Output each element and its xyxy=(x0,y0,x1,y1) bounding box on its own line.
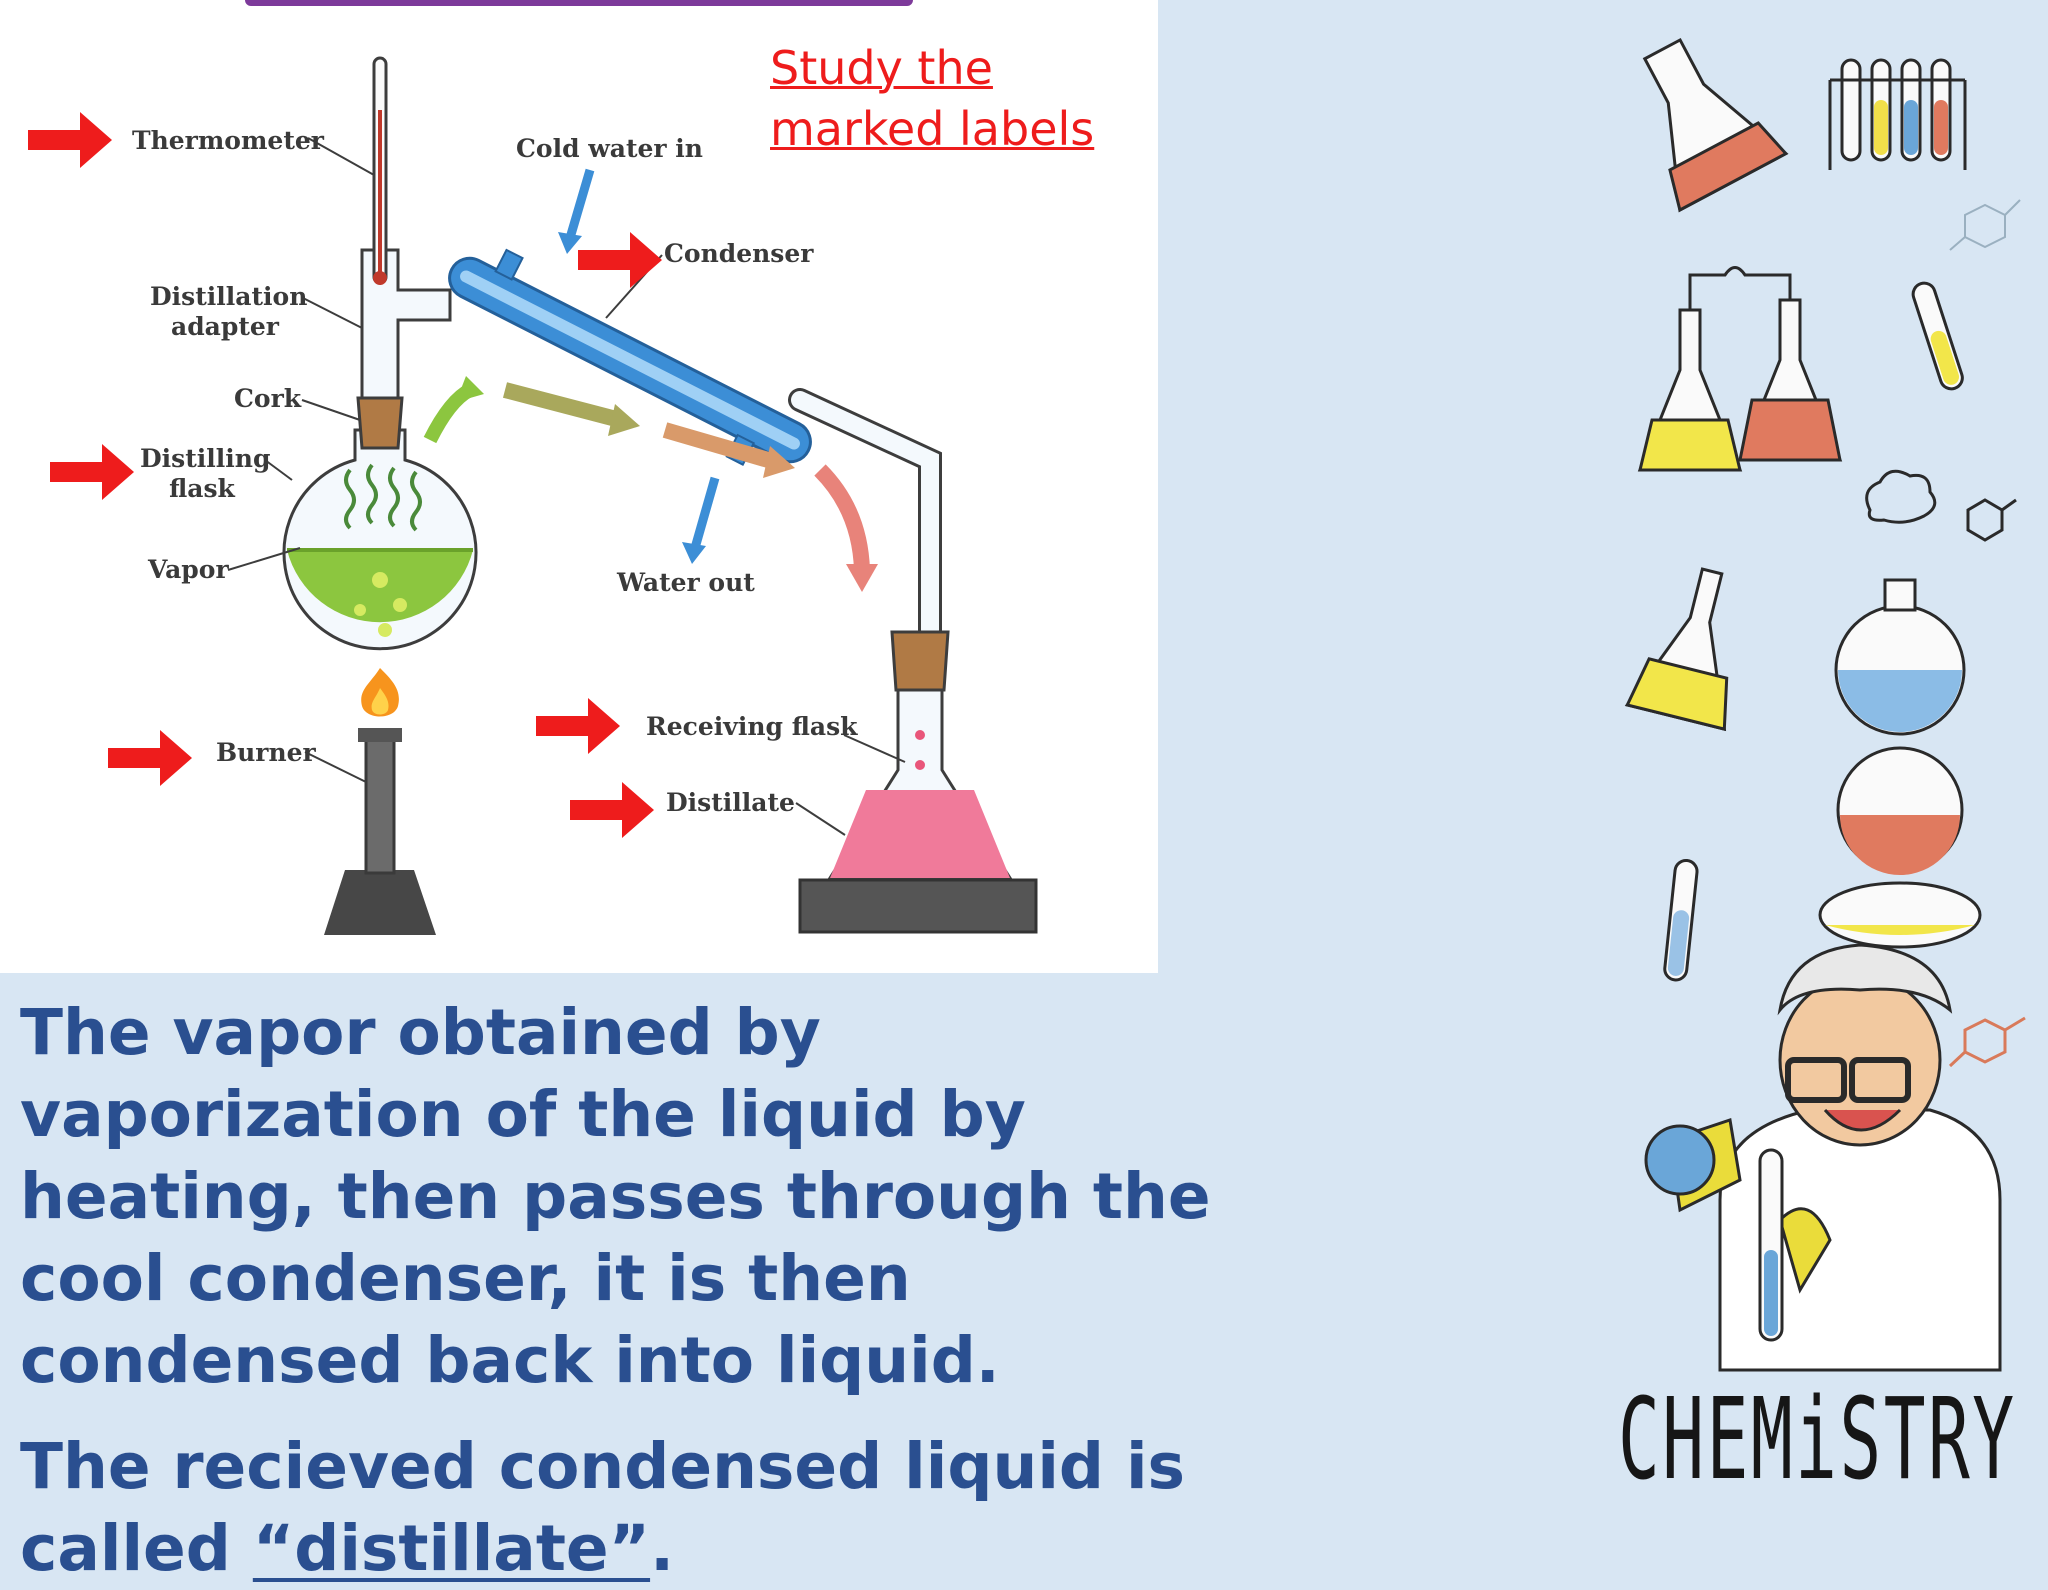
red-marker-arrows xyxy=(28,112,662,838)
label-cork: Cork xyxy=(234,384,302,413)
burner-icon xyxy=(324,668,436,935)
receiving-flask-icon xyxy=(798,630,1038,934)
label-condenser: Condenser xyxy=(664,239,814,268)
thermometer-icon xyxy=(372,56,388,285)
marker-arrow-condenser xyxy=(578,232,662,288)
paragraph-vapor: The vapor obtained by vaporization of th… xyxy=(20,996,1211,1397)
explanation-text: The vapor obtained by vaporization of th… xyxy=(20,992,1240,1590)
water-out-arrow xyxy=(690,476,720,550)
label-distillation-adapter-line2: adapter xyxy=(171,312,279,341)
label-distilling-flask: Distilling flask xyxy=(140,444,271,504)
molecule-icon-3 xyxy=(1948,1016,2026,1068)
flask-icon-yellow xyxy=(1624,567,1729,732)
study-note: Study the marked labels xyxy=(770,38,1130,160)
study-note-line1: Study the xyxy=(770,41,993,95)
scientist-illustration xyxy=(1644,943,2002,1372)
test-tube-rack-icon xyxy=(1828,58,1967,170)
flask-icon xyxy=(1642,37,1789,213)
marker-arrow-thermometer xyxy=(28,112,112,168)
label-vapor: Vapor xyxy=(148,555,229,584)
label-receiving-flask: Receiving flask xyxy=(646,712,858,741)
molecule-icon xyxy=(1949,199,2021,251)
marker-arrow-distillate xyxy=(570,782,654,838)
cold-water-in-arrow xyxy=(565,168,595,240)
paragraph-distillate-suffix: . xyxy=(650,1512,675,1585)
vapor-to-condenser-arrow xyxy=(502,382,623,428)
marker-arrow-receiving-flask xyxy=(536,698,620,754)
distillation-diagram: Thermometer Cold water in Condenser Dist… xyxy=(0,0,1158,973)
paragraph-distillate: The recieved condensed liquid is called … xyxy=(20,1426,1240,1590)
label-burner: Burner xyxy=(216,738,316,767)
test-tube-icon xyxy=(1911,281,1964,391)
marker-arrow-burner xyxy=(108,730,192,786)
label-distillation-adapter: Distillation adapter xyxy=(150,282,308,342)
label-cold-water-in: Cold water in xyxy=(516,134,703,163)
distillate-term: “distillate” xyxy=(252,1512,651,1585)
distillation-apparatus xyxy=(28,56,1038,935)
label-distilling-flask-line2: flask xyxy=(169,474,235,503)
distilling-flask-icon xyxy=(282,428,478,651)
connected-flasks-icon xyxy=(1637,266,1843,472)
leader-lines xyxy=(227,137,906,836)
study-note-line2: marked labels xyxy=(770,102,1095,156)
label-water-out: Water out xyxy=(617,568,755,597)
label-thermometer: Thermometer xyxy=(132,126,324,155)
label-distilling-flask-line1: Distilling xyxy=(140,444,271,473)
stacked-round-flasks-icon xyxy=(1818,469,1982,949)
chemistry-decor xyxy=(1624,37,2026,1372)
marker-arrow-distilling-flask xyxy=(50,444,134,500)
liquid-flow-arrow xyxy=(662,422,778,470)
label-distillate: Distillate xyxy=(666,788,795,817)
drip-arrow xyxy=(814,464,870,571)
chemistry-title: CHEMiSTRY xyxy=(1618,1375,2017,1505)
cork-icon xyxy=(356,396,404,450)
label-distillation-adapter-line1: Distillation xyxy=(150,282,308,311)
condenser-icon xyxy=(448,248,812,466)
molecule-icon-2 xyxy=(1966,498,2017,542)
test-tube-icon-2 xyxy=(1663,858,1699,982)
title-bar-edge xyxy=(245,0,913,6)
